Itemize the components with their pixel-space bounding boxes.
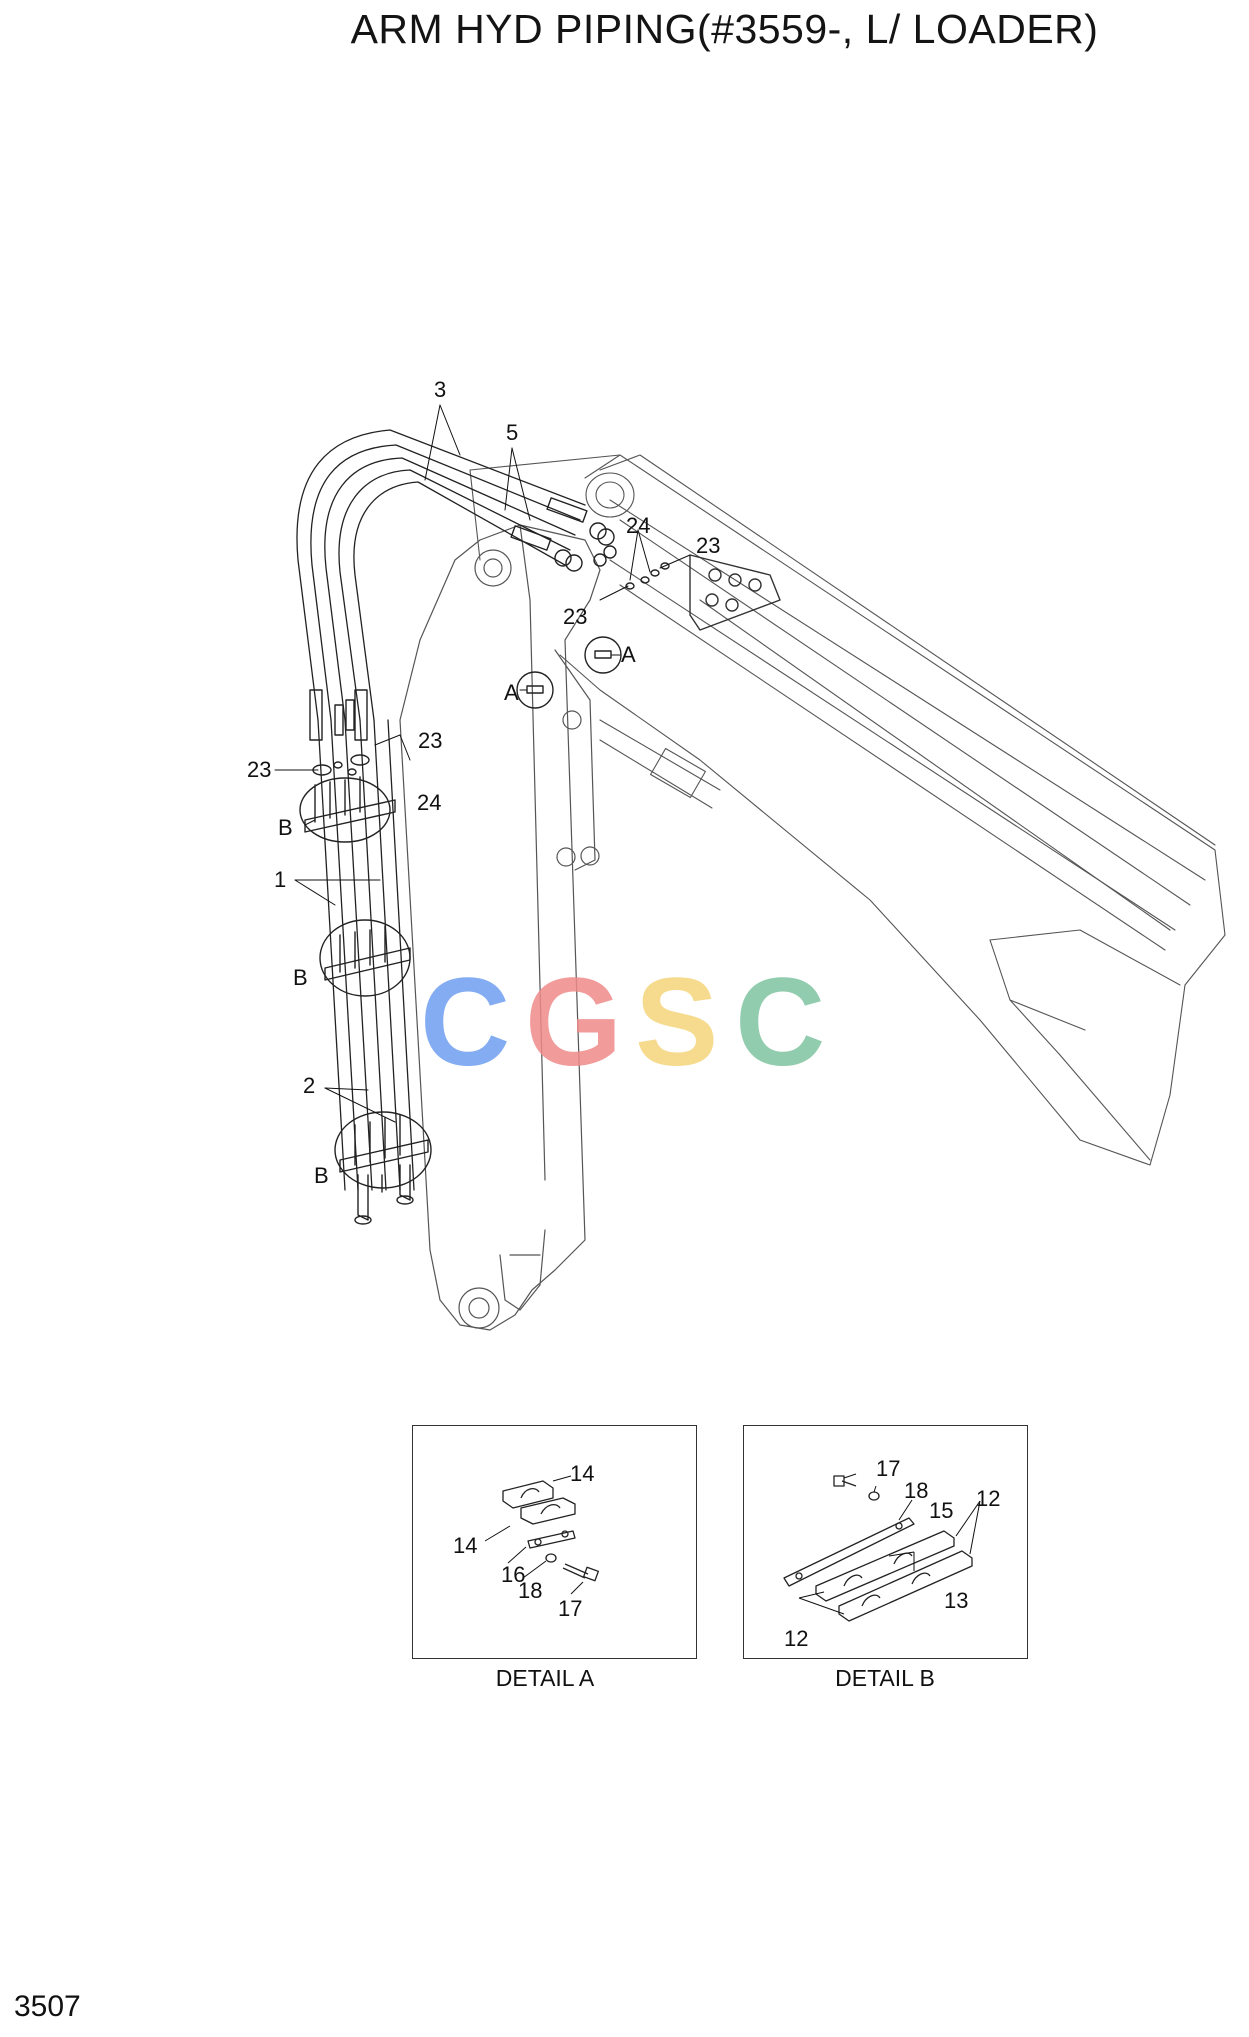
o-rings-upper	[625, 562, 670, 590]
detail-b-caption: DETAIL B	[835, 1665, 935, 1691]
callout-24-mid: 24	[417, 790, 441, 815]
detail-a-label-14-left: 14	[453, 1533, 477, 1558]
callout-23-mid-left: 23	[247, 757, 271, 782]
watermark-letter-3: S	[635, 955, 718, 1085]
callout-23-upper-right: 23	[696, 533, 720, 558]
cgsc-watermark: C G S C	[420, 955, 825, 1085]
detail-a-caption: DETAIL A	[495, 1665, 595, 1691]
watermark-letter-4: C	[735, 955, 825, 1085]
callout-23-upper-left: 23	[563, 604, 587, 629]
detail-a-markers	[516, 636, 622, 709]
leader-lines	[274, 404, 691, 1123]
boom-outline	[469, 454, 1226, 1166]
callout-b-middle: B	[293, 965, 308, 990]
detail-b-label-18: 18	[904, 1478, 928, 1503]
callout-23-mid-right: 23	[418, 728, 442, 753]
page-number: 3507	[14, 1990, 81, 2023]
detail-a-label-14-top: 14	[570, 1461, 594, 1486]
watermark-letter-2: G	[525, 955, 622, 1085]
callout-a-right: A	[621, 642, 636, 667]
detail-b-label-17: 17	[876, 1456, 900, 1481]
bottom-fittings	[354, 1164, 414, 1225]
detail-b-drawing: 17 18 15 12 13 12	[783, 1456, 1000, 1651]
callout-b-lower: B	[314, 1163, 329, 1188]
callout-2: 2	[303, 1073, 315, 1098]
vertical-pipes	[317, 719, 415, 1191]
mid-fittings	[309, 689, 370, 776]
callout-a-left: A	[504, 680, 519, 705]
upper-fittings	[510, 497, 617, 572]
clamp-b-middle	[319, 919, 411, 997]
hose-bundle	[296, 429, 586, 721]
callout-1: 1	[274, 867, 286, 892]
upper-clamp-block	[689, 554, 781, 631]
detail-a-label-17: 17	[558, 1596, 582, 1621]
watermark-letter-1: C	[420, 955, 510, 1085]
detail-a-box: 14 14 16 18 17	[412, 1425, 697, 1659]
detail-b-label-12-right: 12	[976, 1486, 1000, 1511]
detail-b-label-12-left: 12	[784, 1626, 808, 1651]
detail-a-label-18: 18	[518, 1578, 542, 1603]
callout-24-upper: 24	[626, 513, 650, 538]
detail-a-label-16: 16	[501, 1562, 525, 1587]
clamp-b-upper	[299, 776, 396, 843]
callout-b-upper: B	[278, 815, 293, 840]
page-title: ARM HYD PIPING(#3559-, L/ LOADER)	[350, 6, 1099, 52]
callout-3: 3	[434, 377, 446, 402]
callout-5: 5	[506, 420, 518, 445]
detail-b-label-15: 15	[929, 1498, 953, 1523]
detail-b-box: 17 18 15 12 13 12	[743, 1425, 1028, 1659]
detail-b-label-13: 13	[944, 1588, 968, 1613]
detail-a-drawing: 14 14 16 18 17	[453, 1461, 599, 1621]
arm-outline	[399, 524, 601, 1331]
clamp-b-lower	[334, 1111, 432, 1189]
